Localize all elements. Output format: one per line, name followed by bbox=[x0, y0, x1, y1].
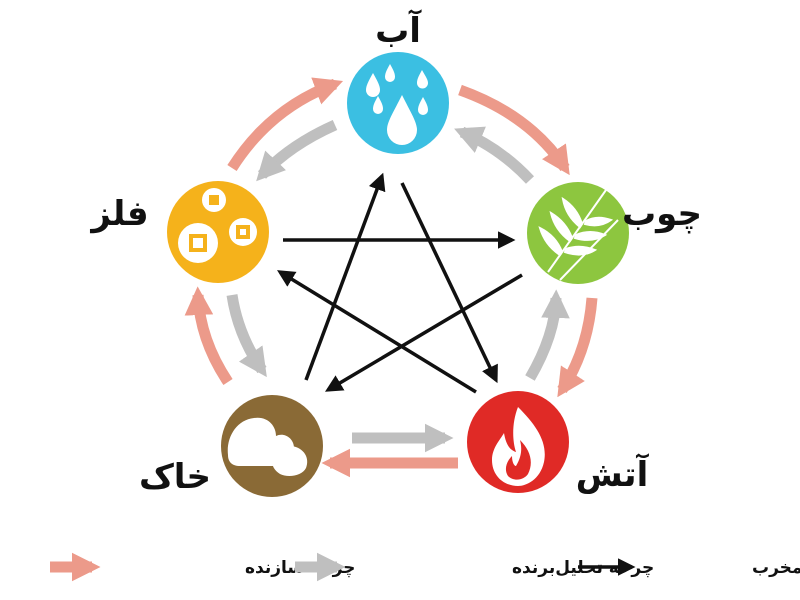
weakening-arrow-metal-to-earth bbox=[226, 294, 267, 378]
destructive-arrow-earth-to-water bbox=[304, 172, 386, 381]
element-water: آب bbox=[347, 9, 449, 154]
weakening-arrow-water-to-metal bbox=[256, 119, 338, 182]
destructive-arrow-wood-to-earth bbox=[324, 273, 523, 392]
generating-cycle-arrows bbox=[184, 77, 598, 478]
earth-label: خاک bbox=[139, 457, 211, 497]
destructive-cycle-arrows bbox=[277, 172, 523, 394]
rocks-icon bbox=[227, 417, 308, 476]
weakening-cycle-arrows bbox=[226, 119, 570, 453]
legend-destructive-label: چرخه مخرب bbox=[752, 558, 800, 578]
element-fire: آتش bbox=[467, 391, 650, 495]
wheat-leaves-icon bbox=[538, 189, 619, 281]
generating-arrow-water-to-wood bbox=[458, 84, 570, 176]
water-drops-icon bbox=[366, 64, 428, 145]
weakening-arrow-wood-to-water bbox=[454, 126, 535, 184]
destructive-arrow-water-to-fire bbox=[400, 182, 498, 384]
water-label: آب bbox=[375, 9, 422, 51]
coins-icon bbox=[178, 188, 257, 263]
generating-arrow-wood-to-fire bbox=[557, 297, 598, 398]
wood-label: چوب bbox=[622, 194, 702, 234]
flame-icon bbox=[492, 407, 545, 486]
legend-destructive: چرخه مخرب bbox=[578, 558, 800, 578]
destructive-arrow-fire-to-metal bbox=[277, 270, 477, 394]
element-metal: فلز bbox=[89, 181, 269, 283]
generating-arrow-earth-to-metal bbox=[184, 286, 233, 386]
metal-label: فلز bbox=[89, 194, 148, 234]
element-wood: چوب bbox=[527, 182, 702, 284]
element-earth: خاک bbox=[139, 395, 323, 497]
generating-arrow-metal-to-water bbox=[227, 77, 344, 171]
fire-label: آتش bbox=[576, 453, 650, 495]
wood-circle bbox=[527, 182, 629, 284]
weakening-arrow-fire-to-wood bbox=[525, 289, 570, 381]
legend: چرخه سازنده چرخه تحلیل‌برنده چرخه مخرب bbox=[50, 552, 800, 582]
